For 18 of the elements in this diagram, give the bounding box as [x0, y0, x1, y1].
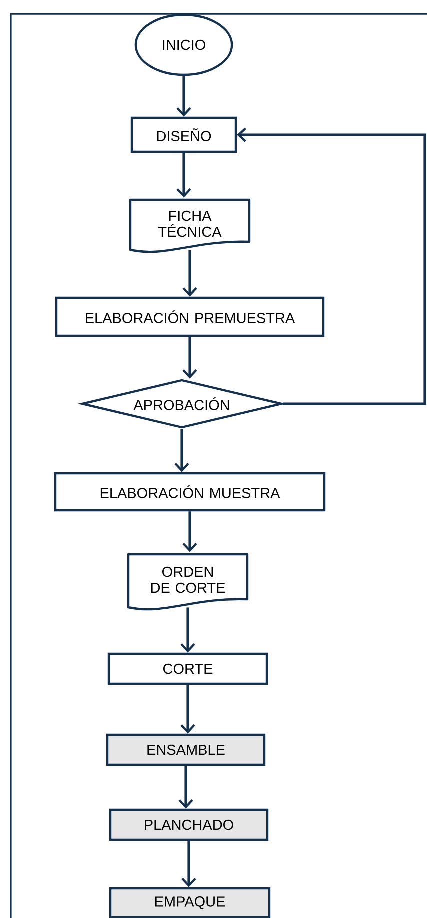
- arrow: [182, 512, 198, 552]
- arrow: [182, 841, 196, 888]
- process-box: EMPAQUE: [109, 887, 271, 918]
- arrow: [182, 250, 198, 297]
- process-box: ENSAMBLE: [106, 734, 266, 766]
- arrow: [178, 766, 194, 809]
- arrow: [180, 608, 196, 653]
- process-box: ELABORACIÓN PREMUESTRA: [55, 296, 325, 338]
- process-box: DISEÑO: [130, 116, 238, 154]
- process-box: ELABORACIÓN MUESTRA: [54, 472, 326, 512]
- process-box: CORTE: [108, 652, 268, 686]
- arrow: [180, 685, 196, 734]
- arrow: [237, 128, 426, 406]
- arrow: [176, 153, 192, 198]
- process-box: PLANCHADO: [109, 808, 269, 842]
- arrow: [176, 76, 192, 117]
- arrow: [174, 429, 190, 472]
- arrow: [182, 337, 198, 379]
